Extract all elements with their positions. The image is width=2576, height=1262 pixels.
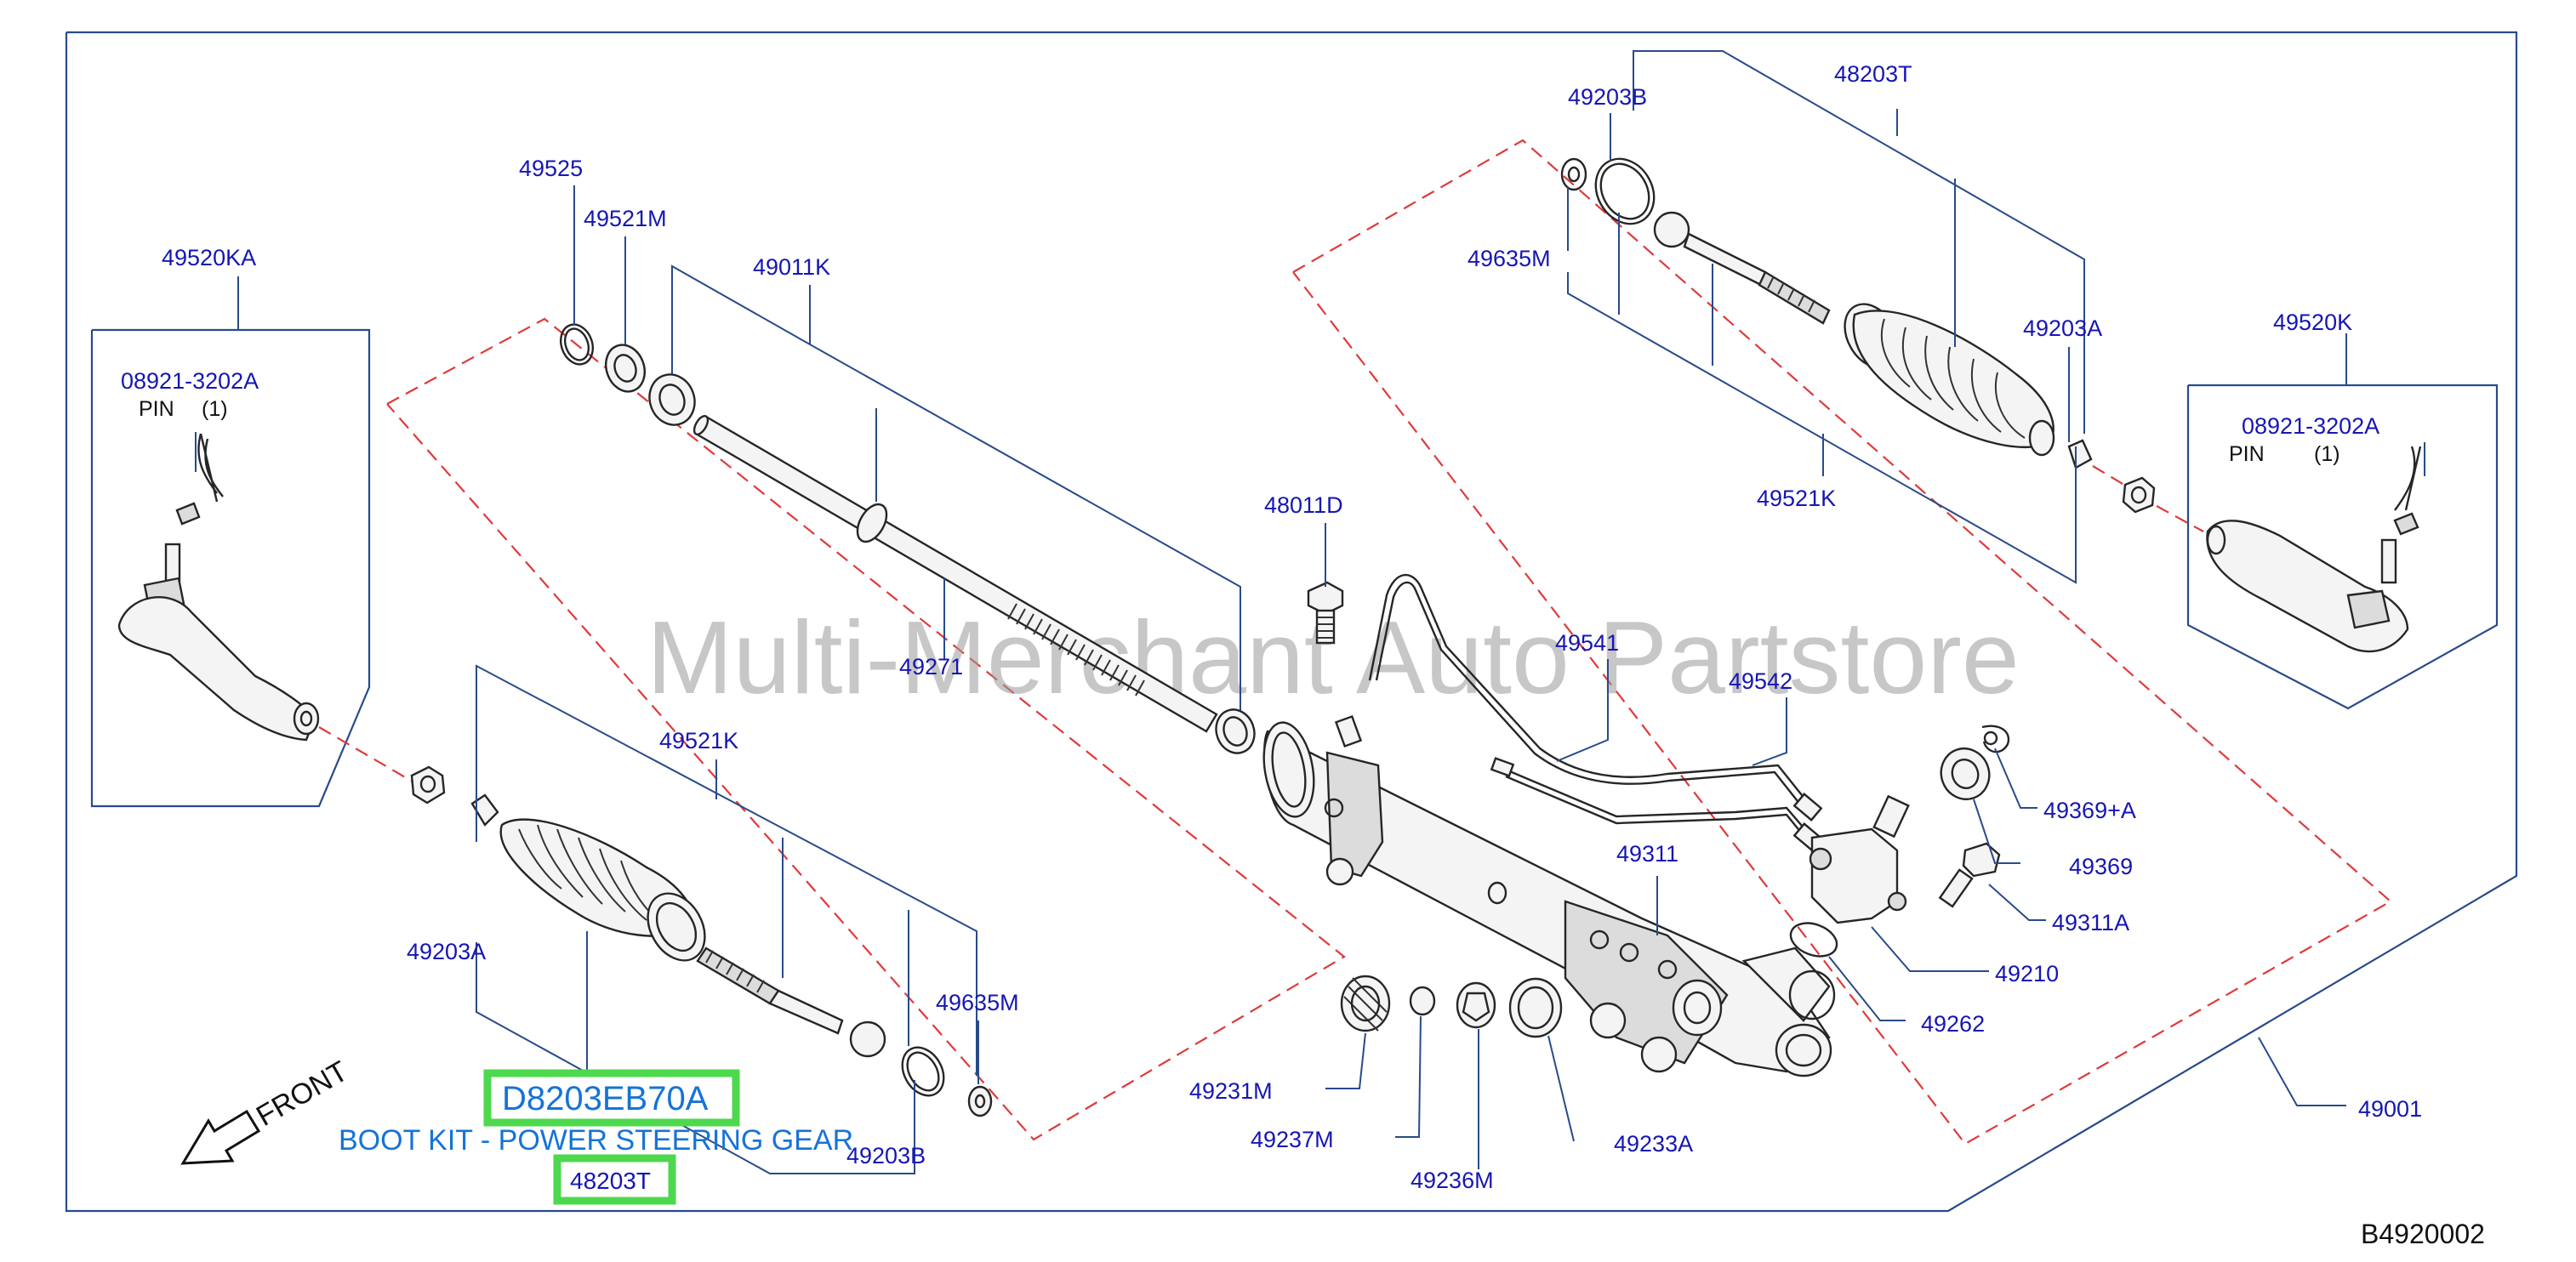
callout-08921-3202a-left[interactable]: 08921-3202A [121, 368, 259, 394]
assembly-frame [65, 31, 2518, 1213]
callout-49237m[interactable]: 49237M [1251, 1127, 1334, 1152]
callout-49635m-top[interactable]: 49635M [1468, 246, 1551, 271]
callout-49369-a[interactable]: 49369+A [2043, 798, 2136, 823]
callout-49311a[interactable]: 49311A [2052, 910, 2129, 935]
callout-49203b-top[interactable]: 49203B [1568, 84, 1647, 110]
callout-49520k[interactable]: 49520K [2273, 310, 2352, 335]
pin-label-right: PIN [2229, 442, 2265, 466]
front-arrow [180, 1109, 261, 1165]
callout-49001[interactable]: 49001 [2358, 1096, 2422, 1122]
callout-49271[interactable]: 49271 [899, 654, 963, 679]
callout-49311[interactable]: 49311 [1616, 841, 1678, 867]
pin-qty-left: (1) [202, 397, 228, 421]
callout-48203t-top[interactable]: 48203T [1834, 61, 1912, 87]
callout-49521m[interactable]: 49521M [584, 206, 667, 231]
callout-49233a[interactable]: 49233A [1614, 1131, 1693, 1157]
right-tie-rod-end-drawing [2206, 446, 2422, 653]
leader-lines [195, 50, 2425, 1174]
callout-49011k[interactable]: 49011K [753, 254, 830, 280]
highlight-ref-box[interactable] [553, 1154, 676, 1205]
right-tie-rod-end-frame [2186, 384, 2499, 710]
callout-49521k-left[interactable]: 49521K [659, 728, 738, 753]
pinion-valve-drawing [1789, 725, 2010, 958]
right-nut-dash [2092, 465, 2128, 487]
callout-49525[interactable]: 49525 [519, 156, 583, 181]
highlight-part-description: BOOT KIT - POWER STEERING GEAR [339, 1124, 853, 1157]
callout-48011d[interactable]: 48011D [1264, 492, 1343, 518]
front-label: FRONT [251, 1055, 353, 1132]
pin-qty-right: (1) [2314, 442, 2340, 466]
pin-label-left: PIN [139, 397, 174, 421]
callout-49203b-left[interactable]: 49203B [846, 1143, 926, 1168]
rack-parts-drawing [559, 323, 1256, 754]
callout-49210[interactable]: 49210 [1995, 961, 2059, 986]
callout-49542[interactable]: 49542 [1729, 668, 1792, 694]
right-boot-assembly-drawing [1560, 157, 2156, 514]
callout-49520ka[interactable]: 49520KA [162, 245, 256, 270]
callout-49262[interactable]: 49262 [1921, 1011, 1985, 1037]
callout-49369[interactable]: 49369 [2069, 854, 2133, 879]
right-kit-dashed-boundary [1292, 139, 2392, 1145]
left-kit-dashed-boundary [386, 317, 1346, 1141]
left-tie-rod-end-frame [90, 328, 371, 808]
callout-08921-3202a-right[interactable]: 08921-3202A [2242, 413, 2379, 439]
highlight-part-code[interactable]: D8203EB70A [502, 1080, 709, 1117]
right-tre-dash [2156, 505, 2204, 532]
figure-number: B4920002 [2361, 1219, 2485, 1249]
left-tre-dash [318, 726, 422, 787]
lower-small-parts-drawing [1340, 975, 1563, 1038]
callout-49541[interactable]: 49541 [1555, 630, 1619, 656]
callout-49231m[interactable]: 49231M [1189, 1078, 1273, 1104]
steering-gear-housing-drawing [1262, 714, 1836, 1077]
left-boot-assembly-drawing [410, 765, 993, 1117]
callout-49203a-right[interactable]: 49203A [2023, 316, 2102, 341]
callout-49236m[interactable]: 49236M [1411, 1168, 1494, 1193]
callout-49203a-left[interactable]: 49203A [407, 939, 486, 964]
callout-49635m-left[interactable]: 49635M [936, 990, 1019, 1015]
left-tie-rod-end-drawing [117, 433, 320, 742]
highlight-code-box[interactable] [483, 1069, 740, 1127]
highlight-part-ref[interactable]: 48203T [570, 1168, 651, 1194]
callout-49521k-right[interactable]: 49521K [1757, 486, 1836, 511]
bolt-48011d-drawing [1307, 581, 1344, 645]
